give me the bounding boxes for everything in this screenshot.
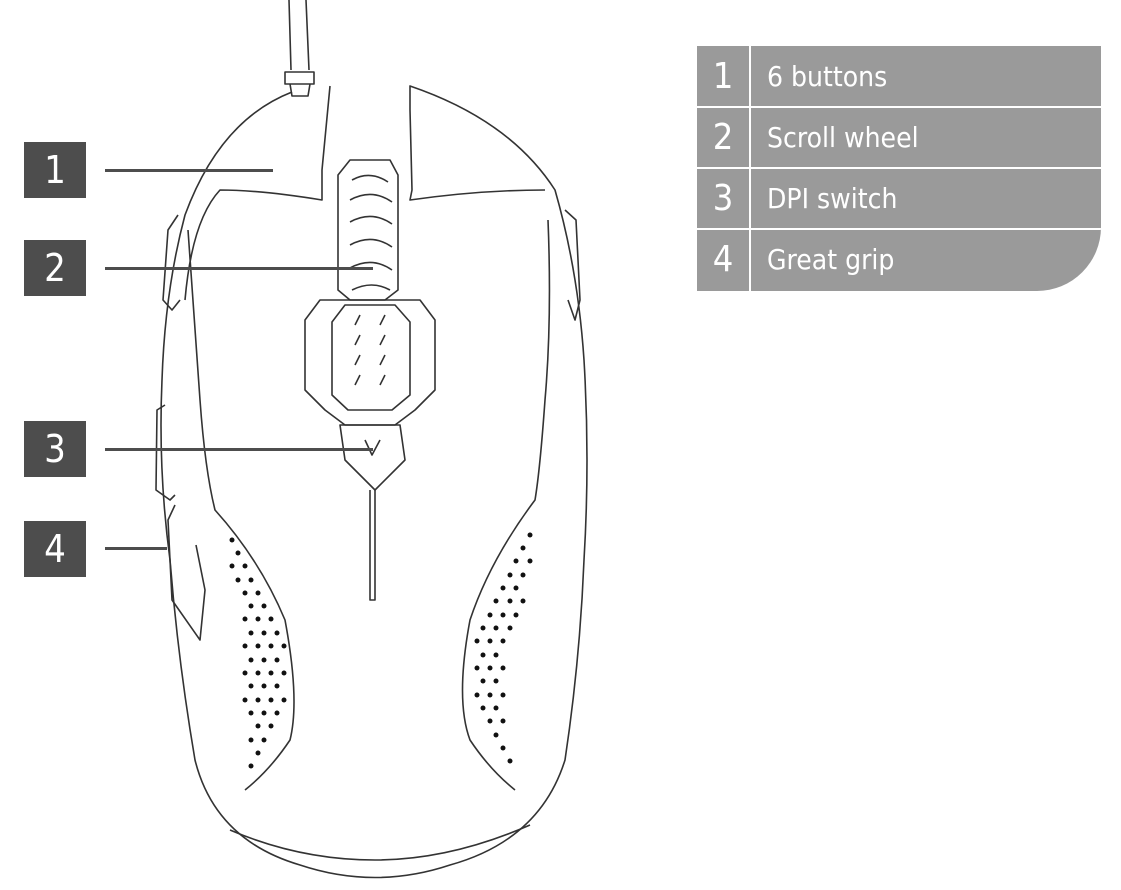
legend-row-divider — [697, 106, 1101, 108]
legend-row-divider — [697, 167, 1101, 169]
callout-3-number: 3 — [44, 427, 66, 471]
scroll-wheel-ribs — [349, 174, 393, 291]
side-button-top — [162, 214, 181, 311]
legend-row: 1 6 buttons — [697, 46, 1101, 107]
legend-number: 1 — [712, 56, 734, 97]
legend-label: 6 buttons — [767, 60, 888, 93]
right-side-grip — [564, 209, 581, 321]
legend-number: 3 — [712, 178, 734, 219]
callout-4: 4 — [24, 521, 86, 577]
left-button-outline — [184, 85, 331, 301]
callout-2-leader — [105, 267, 373, 270]
side-button-back — [167, 504, 206, 641]
legend-table: 1 6 buttons 2 Scroll wheel 3 DPI switch … — [697, 46, 1101, 291]
callout-2-number: 2 — [44, 246, 66, 290]
callout-1-leader — [105, 169, 273, 172]
left-inner-contour — [187, 229, 295, 791]
right-button-outline — [409, 109, 546, 201]
callout-4-number: 4 — [44, 527, 66, 571]
mouse-outline — [155, 0, 588, 879]
callout-1-number: 1 — [44, 148, 66, 192]
right-honeycomb-grip — [474, 532, 533, 764]
legend-number: 4 — [712, 239, 734, 280]
left-honeycomb-grip — [229, 537, 287, 769]
center-plate-inner — [331, 304, 411, 411]
right-inner-contour — [461, 219, 551, 791]
center-stem — [369, 490, 376, 601]
legend-label: DPI switch — [767, 182, 898, 215]
legend-row: 3 DPI switch — [697, 168, 1101, 229]
dpi-switch — [339, 424, 406, 491]
center-chevrons — [354, 314, 386, 386]
mouse-body-outline — [160, 85, 588, 879]
center-plate — [304, 299, 436, 426]
legend-row: 4 Great grip — [697, 229, 1101, 290]
legend-number: 2 — [712, 117, 734, 158]
legend-row: 2 Scroll wheel — [697, 107, 1101, 168]
callout-2: 2 — [24, 240, 86, 296]
scroll-wheel — [337, 159, 399, 301]
side-button-forward — [155, 404, 176, 501]
cable-strain-relief — [284, 71, 315, 97]
callout-4-leader — [105, 547, 167, 550]
legend-row-divider — [697, 228, 1101, 230]
legend-label: Great grip — [767, 243, 895, 276]
legend-label: Scroll wheel — [767, 121, 919, 154]
callout-1: 1 — [24, 142, 86, 198]
mouse-cable — [288, 0, 310, 71]
callout-3-leader — [105, 448, 373, 451]
bottom-contour — [229, 824, 531, 861]
callout-3: 3 — [24, 421, 86, 477]
